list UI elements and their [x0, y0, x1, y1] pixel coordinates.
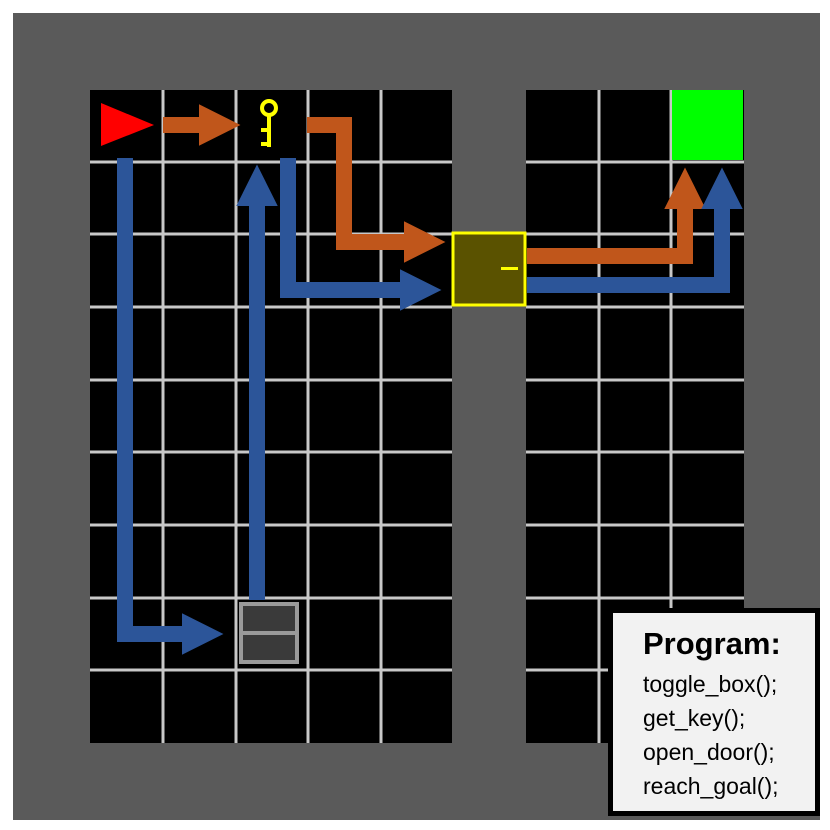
box: [239, 602, 299, 664]
program-line-open-door: open_door();: [643, 739, 775, 765]
blue-path-segment-4: [527, 167, 743, 293]
program-panel: Program: toggle_box(); get_key(); open_d…: [608, 608, 820, 816]
program-line-reach-goal: reach_goal();: [643, 773, 779, 799]
program-title: Program:: [643, 626, 781, 661]
door-handle: [501, 267, 518, 270]
blue-path: [117, 158, 743, 655]
agent-triangle: [101, 103, 154, 146]
program-line-get-key: get_key();: [643, 705, 746, 731]
door: [451, 231, 527, 307]
blue-path-segment-1: [117, 158, 224, 655]
blue-path-segment-3: [280, 158, 442, 311]
goal-square: [672, 90, 743, 160]
orange-path-segment-2: [307, 117, 446, 263]
orange-path: [163, 104, 706, 264]
orange-path-segment-3: [527, 167, 706, 264]
program-line-toggle-box: toggle_box();: [643, 671, 778, 697]
key-icon: [260, 99, 278, 147]
